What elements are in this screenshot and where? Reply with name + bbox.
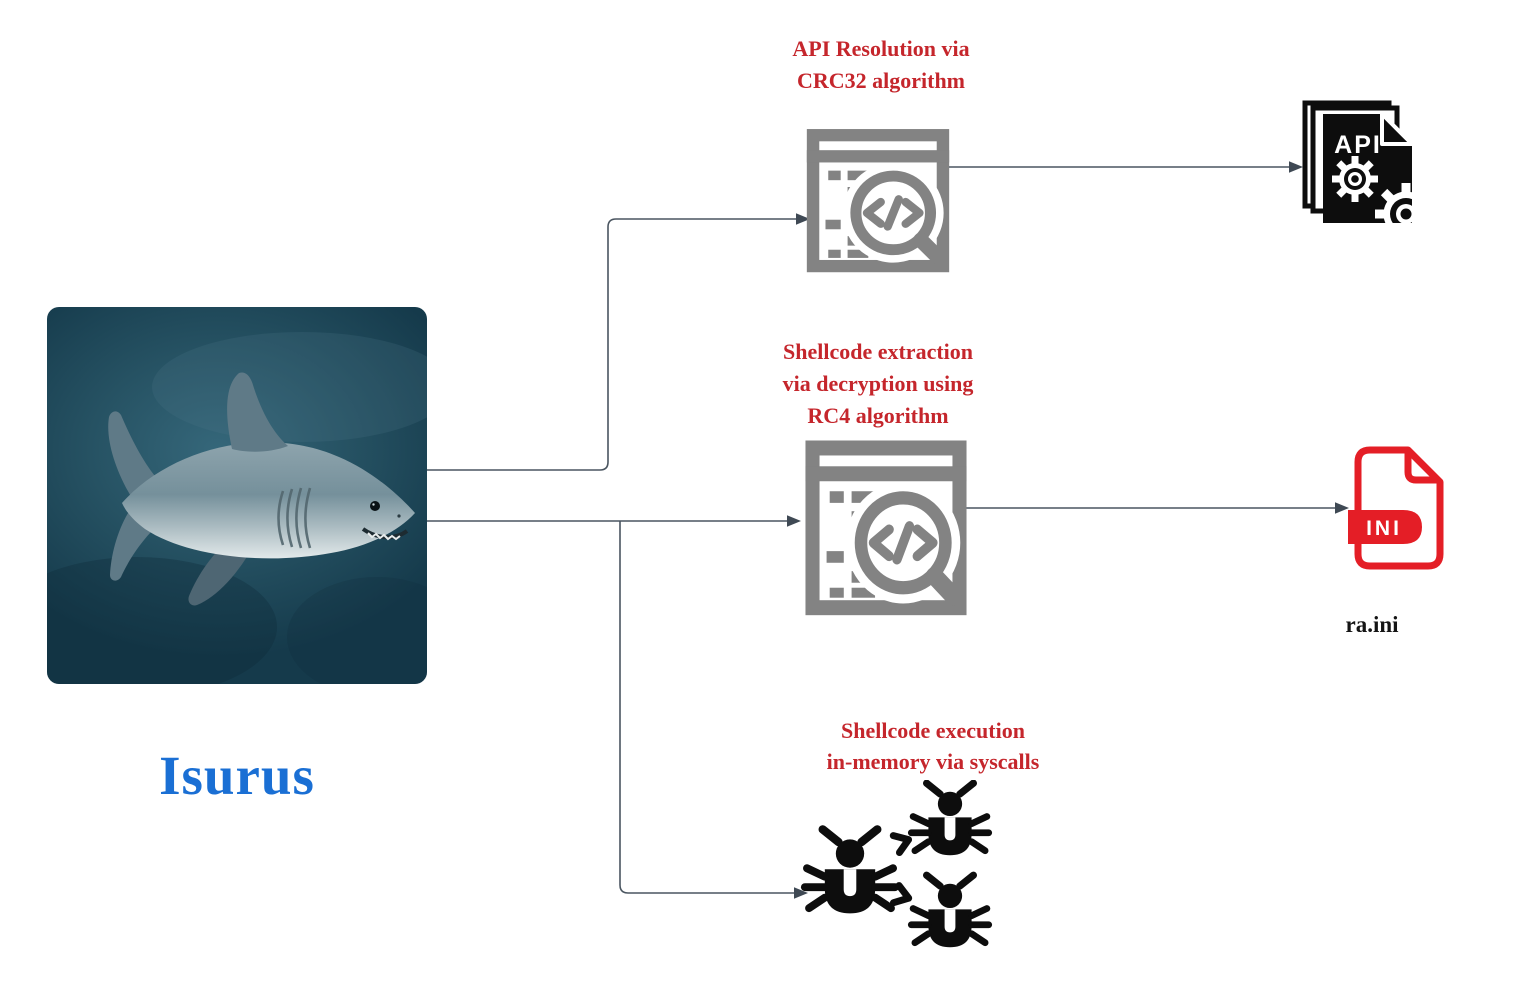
gear-icon — [1332, 156, 1412, 223]
arrowhead — [796, 213, 810, 225]
arrowhead — [787, 515, 801, 527]
label-shellcode-execution: Shellcode execution in-memory via syscal… — [826, 718, 1040, 774]
diagram-title: Isurus — [159, 745, 315, 806]
api-badge-text: API — [1334, 131, 1382, 159]
ini-file-caption: ra.ini — [1345, 612, 1399, 637]
arrowhead — [1289, 161, 1303, 173]
arrowhead — [1335, 502, 1349, 514]
ini-badge-text: INI — [1366, 517, 1402, 540]
code-analysis-icon — [800, 438, 972, 621]
bug-icon — [911, 783, 988, 855]
mako-shark-illustration — [47, 332, 427, 684]
bugs-spreading-icon — [798, 780, 998, 960]
label-shellcode-extraction: Shellcode extraction via decryption usin… — [782, 339, 974, 428]
arrowhead — [794, 887, 808, 899]
ini-file-icon: INI — [1346, 444, 1451, 574]
shark-photo — [47, 307, 427, 684]
code-analysis-icon — [802, 127, 954, 277]
bug-icon — [805, 829, 895, 913]
arrow-shark-to-crc32 — [427, 218, 796, 471]
label-api-resolution: API Resolution via CRC32 algorithm — [792, 36, 970, 93]
arrow-branch-to-bugs — [619, 521, 794, 894]
api-document-icon: API — [1302, 100, 1417, 225]
bug-icon — [911, 875, 988, 947]
